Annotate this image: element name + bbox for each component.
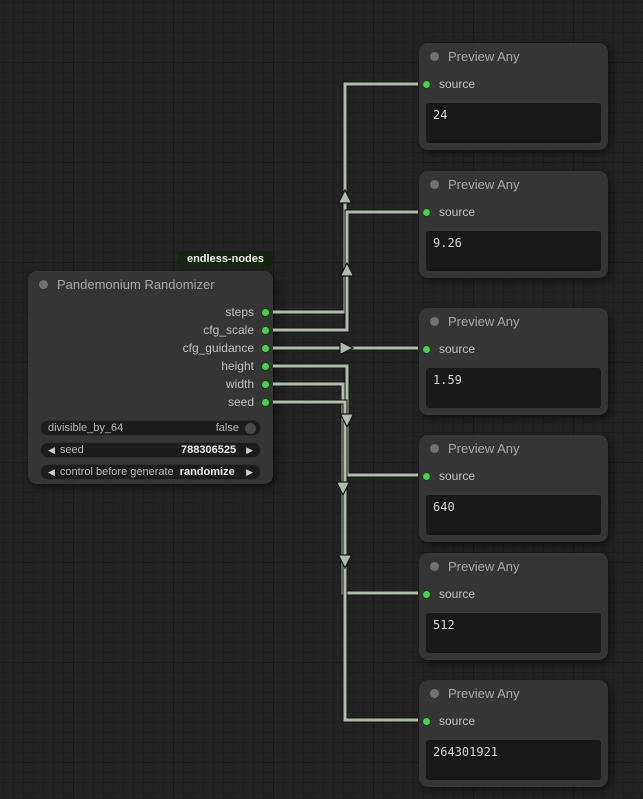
node-header[interactable]: Preview Any xyxy=(419,553,608,580)
wire-cfg-scale-to-preview-2 xyxy=(273,210,418,332)
preview-value-box: 640 xyxy=(426,495,601,535)
collapse-dot-icon[interactable] xyxy=(430,52,439,61)
input-slot-source: source xyxy=(419,75,608,93)
input-slot-dot[interactable] xyxy=(422,589,431,599)
output-slots: steps cfg_scale cfg_guidance height widt… xyxy=(28,303,273,411)
wire-arrow-down-icon xyxy=(337,554,353,570)
output-slot-dot[interactable] xyxy=(261,325,270,335)
node-title: Pandemonium Randomizer xyxy=(57,277,215,292)
node-title: Preview Any xyxy=(448,559,520,574)
input-slot-dot[interactable] xyxy=(422,471,431,481)
node-pack-badge: endless-nodes xyxy=(177,251,273,267)
preview-any-node-3[interactable]: Preview Any source 1.59 xyxy=(419,308,608,415)
preview-value: 512 xyxy=(433,618,455,632)
preview-value: 24 xyxy=(433,108,448,122)
node-title: Preview Any xyxy=(448,49,520,64)
wire-steps-to-preview-1 xyxy=(273,82,418,314)
input-slot-dot[interactable] xyxy=(422,344,431,354)
preview-value-box: 512 xyxy=(426,613,601,653)
wire-width-to-preview-5 xyxy=(273,382,418,595)
preview-value-box: 1.59 xyxy=(426,368,601,408)
preview-value-box: 264301921 xyxy=(426,740,601,780)
increment-arrow-icon[interactable]: ▶ xyxy=(246,466,253,477)
node-title: Preview Any xyxy=(448,314,520,329)
collapse-dot-icon[interactable] xyxy=(430,689,439,698)
increment-arrow-icon[interactable]: ▶ xyxy=(246,444,253,455)
preview-any-node-5[interactable]: Preview Any source 512 xyxy=(419,553,608,660)
input-slot-source: source xyxy=(419,340,608,358)
wire-seed-to-preview-6 xyxy=(273,400,418,722)
output-slot-cfg-scale: cfg_scale xyxy=(28,321,273,339)
input-slot-source: source xyxy=(419,712,608,730)
collapse-dot-icon[interactable] xyxy=(430,317,439,326)
decrement-arrow-icon[interactable]: ◀ xyxy=(48,466,55,477)
input-slot-dot[interactable] xyxy=(422,716,431,726)
output-slot-dot[interactable] xyxy=(261,343,270,353)
control-value: randomize xyxy=(179,466,235,478)
preview-value: 9.26 xyxy=(433,236,462,250)
wire-arrow-up-icon xyxy=(337,188,353,204)
node-title: Preview Any xyxy=(448,177,520,192)
input-slot-dot[interactable] xyxy=(422,79,431,89)
collapse-dot-icon[interactable] xyxy=(430,562,439,571)
output-slot-width: width xyxy=(28,375,273,393)
preview-any-node-6[interactable]: Preview Any source 264301921 xyxy=(419,680,608,787)
wire-arrow-down-icon xyxy=(335,481,351,497)
node-title: Preview Any xyxy=(448,686,520,701)
wire-arrow-right-icon xyxy=(339,340,355,356)
output-slot-dot[interactable] xyxy=(261,361,270,371)
wire-height-to-preview-4 xyxy=(273,364,418,477)
preview-value: 1.59 xyxy=(433,373,462,387)
collapse-dot-icon[interactable] xyxy=(430,444,439,453)
node-header[interactable]: Preview Any xyxy=(419,43,608,70)
collapse-dot-icon[interactable] xyxy=(430,180,439,189)
widget-divisible-by-64[interactable]: divisible_by_64 false xyxy=(40,420,261,436)
input-slot-source: source xyxy=(419,467,608,485)
node-header[interactable]: Pandemonium Randomizer xyxy=(28,271,273,298)
preview-value: 264301921 xyxy=(433,745,499,759)
output-slot-steps: steps xyxy=(28,303,273,321)
preview-any-node-4[interactable]: Preview Any source 640 xyxy=(419,435,608,542)
input-slot-source: source xyxy=(419,203,608,221)
output-slot-seed: seed xyxy=(28,393,273,411)
preview-value-box: 9.26 xyxy=(426,231,601,271)
output-slot-dot[interactable] xyxy=(261,379,270,389)
collapse-dot-icon[interactable] xyxy=(39,280,48,289)
toggle-knob[interactable] xyxy=(245,422,256,434)
input-slot-dot[interactable] xyxy=(422,207,431,217)
preview-value: 640 xyxy=(433,500,455,514)
node-widgets: divisible_by_64 false ◀ seed 788306525 ▶… xyxy=(40,420,261,480)
output-slot-height: height xyxy=(28,357,273,375)
preview-any-node-1[interactable]: Preview Any source 24 xyxy=(419,43,608,150)
widget-control-before-generate[interactable]: ◀ control before generate randomize ▶ xyxy=(40,464,261,480)
node-header[interactable]: Preview Any xyxy=(419,171,608,198)
output-slot-dot[interactable] xyxy=(261,307,270,317)
node-title: Preview Any xyxy=(448,441,520,456)
decrement-arrow-icon[interactable]: ◀ xyxy=(48,444,55,455)
input-slot-source: source xyxy=(419,585,608,603)
preview-value-box: 24 xyxy=(426,103,601,143)
widget-seed[interactable]: ◀ seed 788306525 ▶ xyxy=(40,442,261,458)
preview-any-node-2[interactable]: Preview Any source 9.26 xyxy=(419,171,608,278)
output-slot-cfg-guidance: cfg_guidance xyxy=(28,339,273,357)
node-header[interactable]: Preview Any xyxy=(419,435,608,462)
seed-value: 788306525 xyxy=(181,444,237,456)
output-slot-dot[interactable] xyxy=(261,397,270,407)
wire-arrow-down-icon xyxy=(339,413,355,429)
wire-arrow-up-icon xyxy=(339,261,355,277)
pandemonium-randomizer-node[interactable]: Pandemonium Randomizer steps cfg_scale c… xyxy=(28,271,273,484)
node-header[interactable]: Preview Any xyxy=(419,308,608,335)
node-header[interactable]: Preview Any xyxy=(419,680,608,707)
